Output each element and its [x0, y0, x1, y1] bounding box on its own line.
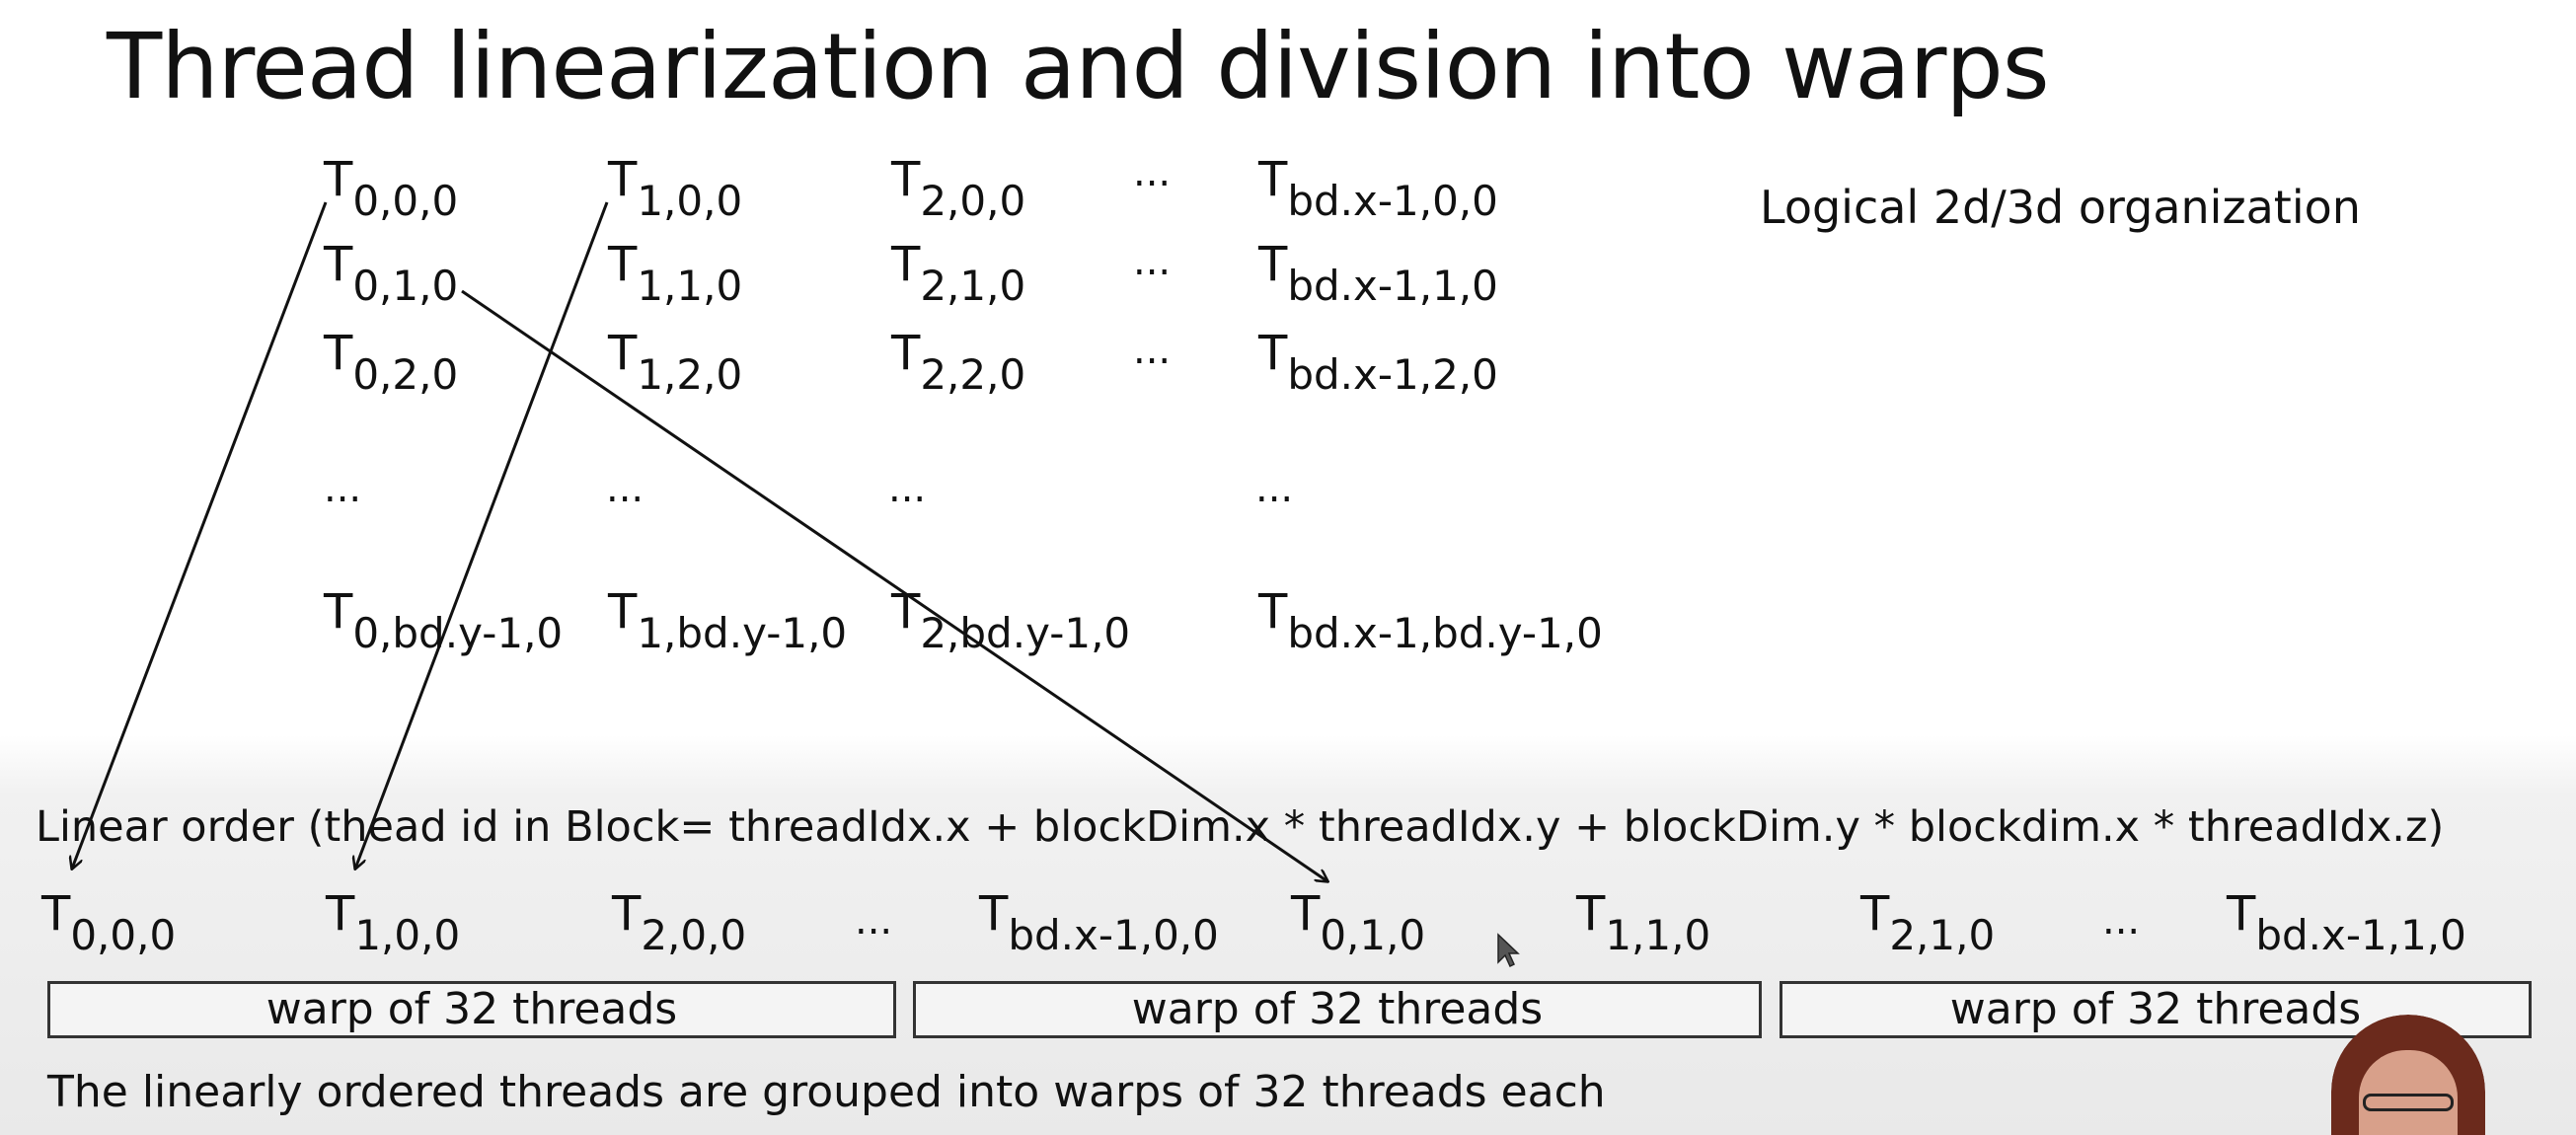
grid-col3-ellipsis: ...	[1255, 466, 1294, 511]
grid-thread-0-1-0: T0,1,0	[324, 237, 459, 310]
grid-row2-ellipsis: ...	[1133, 328, 1172, 373]
grid-thread-bdx-0-0: Tbd.x-1,0,0	[1258, 152, 1498, 225]
warp-grouping-footnote: The linearly ordered threads are grouped…	[47, 1067, 1606, 1117]
grid-thread-bdx-bdy-0: Tbd.x-1,bd.y-1,0	[1258, 584, 1603, 657]
linear-thread-0-0-0: T0,0,0	[41, 886, 177, 959]
grid-thread-2-1-0: T2,1,0	[891, 237, 1026, 310]
webcam-face	[2359, 1050, 2458, 1135]
linear-thread-1-1-0: T1,1,0	[1576, 886, 1711, 959]
warp-box-1: warp of 32 threads	[47, 981, 896, 1038]
grid-thread-2-2-0: T2,2,0	[891, 326, 1026, 399]
warp-box-3: warp of 32 threads	[1780, 981, 2532, 1038]
grid-col2-ellipsis: ...	[888, 466, 927, 511]
grid-thread-0-2-0: T0,2,0	[324, 326, 459, 399]
grid-col0-ellipsis: ...	[324, 466, 362, 511]
slide-title: Thread linearization and division into w…	[107, 14, 2050, 119]
grid-thread-bdx-2-0: Tbd.x-1,2,0	[1258, 326, 1498, 399]
grid-thread-2-0-0: T2,0,0	[891, 152, 1026, 225]
linear-thread-2-0-0: T2,0,0	[612, 886, 747, 959]
grid-thread-1-1-0: T1,1,0	[608, 237, 743, 310]
grid-thread-1-bdy-0: T1,bd.y-1,0	[608, 584, 848, 657]
logical-organization-label: Logical 2d/3d organization	[1760, 181, 2361, 234]
grid-thread-1-2-0: T1,2,0	[608, 326, 743, 399]
linear-thread-2-1-0: T2,1,0	[1860, 886, 1996, 959]
presenter-webcam	[2331, 1015, 2485, 1135]
linear-ellipsis-2: ...	[2102, 898, 2141, 944]
linear-ellipsis-1: ...	[855, 898, 893, 944]
grid-thread-1-0-0: T1,0,0	[608, 152, 743, 225]
linear-thread-1-0-0: T1,0,0	[326, 886, 461, 959]
linear-thread-bdx-0-0: Tbd.x-1,0,0	[979, 886, 1219, 959]
grid-row1-ellipsis: ...	[1133, 239, 1172, 284]
grid-thread-0-bdy-0: T0,bd.y-1,0	[324, 584, 564, 657]
grid-col1-ellipsis: ...	[606, 466, 644, 511]
grid-thread-bdx-1-0: Tbd.x-1,1,0	[1258, 237, 1498, 310]
webcam-glasses	[2363, 1094, 2454, 1111]
linear-thread-0-1-0: T0,1,0	[1291, 886, 1426, 959]
grid-thread-0-0-0: T0,0,0	[324, 152, 459, 225]
linear-thread-bdx-1-0: Tbd.x-1,1,0	[2227, 886, 2466, 959]
linear-order-label: Linear order (thead id in Block= threadI…	[36, 802, 2445, 852]
grid-row0-ellipsis: ...	[1133, 150, 1172, 195]
warp-box-2: warp of 32 threads	[913, 981, 1762, 1038]
grid-thread-2-bdy-0: T2,bd.y-1,0	[891, 584, 1131, 657]
